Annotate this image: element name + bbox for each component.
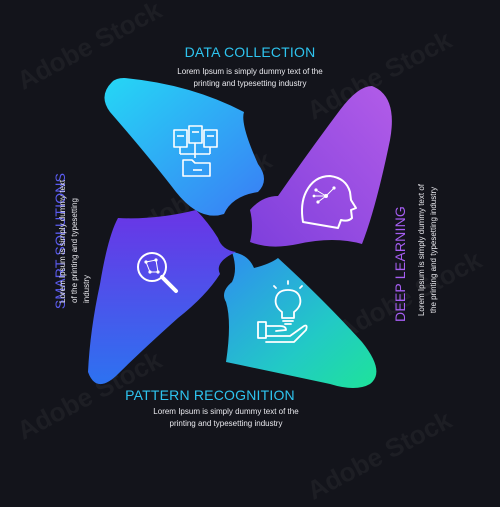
desc-smart-solutions: Lorem Ipsum is simply dummy text of the … bbox=[57, 173, 93, 303]
desc-line: Lorem Ipsum is simply dummy text of bbox=[417, 183, 426, 317]
ai-head-icon bbox=[301, 175, 357, 229]
desc-line: printing and typesetting industry bbox=[193, 79, 307, 88]
desc-line: industry bbox=[82, 274, 91, 303]
desc-line: printing and typesetting industry bbox=[169, 419, 283, 428]
desc-line: Lorem Ipsum is simply dummy text of the bbox=[153, 407, 299, 416]
title-deep-learning: DEEP LEARNING bbox=[392, 206, 408, 322]
blade-smart-solutions bbox=[88, 210, 236, 385]
desc-line: the printing and typesetting industry bbox=[429, 186, 438, 314]
documents-folder-icon bbox=[173, 125, 218, 177]
blade-deep-learning bbox=[250, 86, 392, 247]
desc-data-collection: Lorem Ipsum is simply dummy text of the … bbox=[150, 66, 350, 90]
desc-line: Lorem Ipsum is simply dummy text bbox=[58, 179, 67, 303]
desc-line: Lorem Ipsum is simply dummy text of the bbox=[177, 67, 323, 76]
magnifier-network-icon bbox=[137, 252, 178, 293]
desc-deep-learning: Lorem Ipsum is simply dummy text of the … bbox=[416, 165, 440, 335]
hand-lightbulb-icon bbox=[257, 280, 308, 343]
title-data-collection: DATA COLLECTION bbox=[184, 44, 316, 60]
desc-pattern-recognition: Lorem Ipsum is simply dummy text of the … bbox=[126, 406, 326, 430]
blade-pattern-recognition bbox=[224, 252, 377, 388]
title-pattern-recognition: PATTERN RECOGNITION bbox=[125, 387, 295, 403]
desc-line: of the printing and typesetting bbox=[70, 198, 79, 303]
